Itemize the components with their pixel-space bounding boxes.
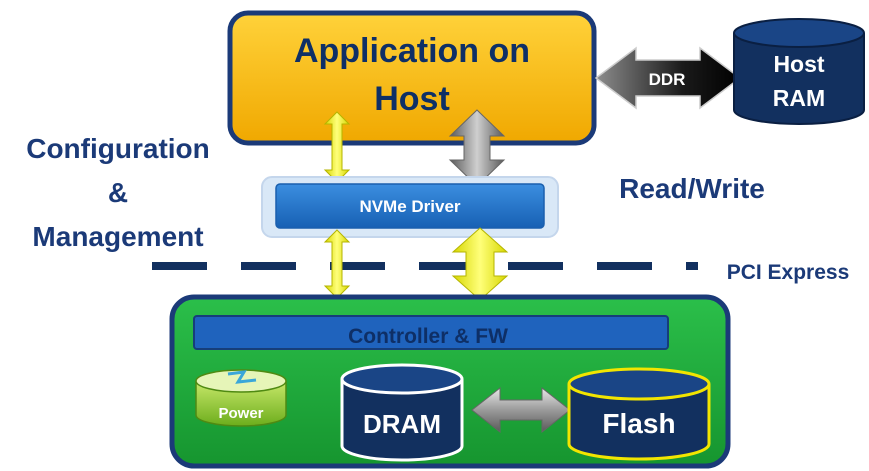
configuration-management-label: Configuration & Management: [26, 133, 210, 252]
config-line2: &: [108, 177, 128, 208]
host-ram-line1: Host: [773, 51, 824, 77]
read-write-label: Read/Write: [619, 173, 765, 204]
ddr-label: DDR: [649, 70, 686, 89]
power-cylinder: Power: [195, 369, 287, 427]
lightning-icon: [227, 370, 257, 384]
app-label-line1: Application on: [294, 32, 530, 70]
host-ram-line2: RAM: [773, 85, 825, 111]
controller-fw-bar: Controller & FW: [193, 315, 669, 350]
flash-cylinder: Flash: [567, 367, 711, 461]
config-line1: Configuration: [26, 133, 210, 164]
controller-fw-label: Controller & FW: [348, 325, 508, 348]
app-label-line2: Host: [374, 80, 450, 118]
config-line3: Management: [32, 221, 203, 252]
host-ram-cylinder: Host RAM: [733, 18, 865, 125]
flash-label: Flash: [602, 408, 675, 439]
nvme-driver-label: NVMe Driver: [359, 197, 460, 216]
nvme-driver-box: NVMe Driver: [261, 176, 559, 238]
config-arrow-upper: [323, 111, 351, 183]
application-on-host-box: Application on Host: [227, 10, 597, 146]
dram-label: DRAM: [363, 409, 441, 439]
pci-express-label: PCI Express: [727, 261, 850, 284]
ddr-arrow: DDR: [594, 46, 742, 110]
power-label: Power: [218, 405, 263, 422]
dram-cylinder: DRAM: [340, 363, 464, 462]
